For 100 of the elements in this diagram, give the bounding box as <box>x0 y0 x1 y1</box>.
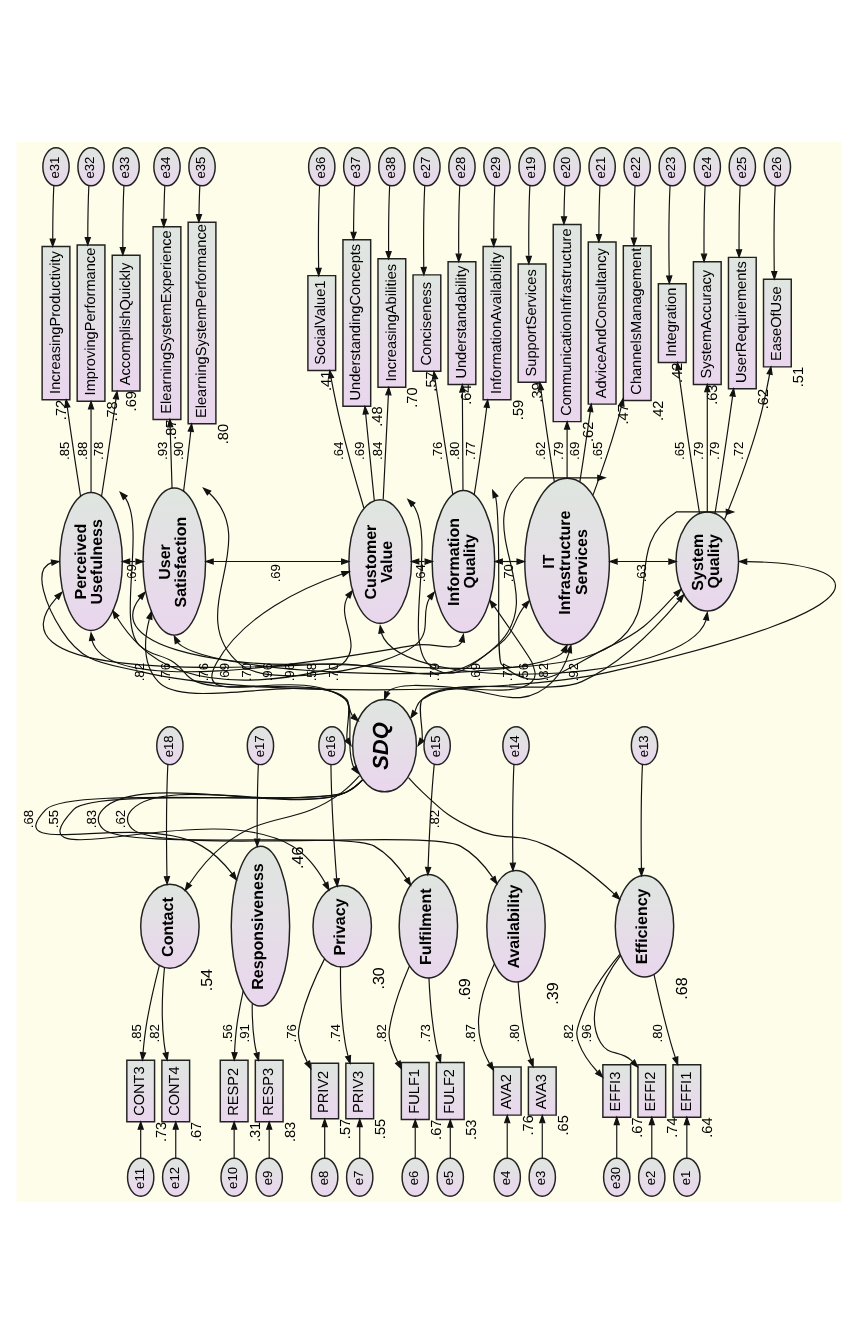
node-box: SocialValue1 <box>307 274 337 372</box>
arrow <box>420 185 428 277</box>
arrow <box>383 598 536 701</box>
node-label: .30 <box>370 967 389 990</box>
arrow <box>382 385 392 500</box>
arrow <box>166 417 174 489</box>
node-box: RESP2 <box>219 1059 249 1123</box>
arrow <box>517 981 534 1069</box>
arrow <box>638 764 645 878</box>
arrow <box>231 990 244 1062</box>
arrow <box>49 185 57 249</box>
node-label: .46 <box>288 846 307 869</box>
node-ellipse: Efficiency <box>614 874 675 978</box>
node-ellipse: IT Infrastructure Services <box>524 477 611 646</box>
arrow <box>576 953 621 1079</box>
arrow <box>459 382 466 491</box>
arrow <box>406 498 531 674</box>
node-label: .65 <box>553 1115 572 1136</box>
arrow <box>127 779 498 886</box>
node-box: CONT4 <box>161 1059 191 1123</box>
arrow <box>491 488 683 681</box>
node-box: SupportServices <box>517 263 547 383</box>
arrow <box>613 1115 621 1159</box>
arrow <box>700 185 708 264</box>
node-box: EFFI3 <box>602 1064 632 1119</box>
arrow <box>211 570 360 722</box>
node-label: .53 <box>461 1119 480 1140</box>
node-label: .73 <box>152 1121 171 1143</box>
arrow <box>592 396 625 496</box>
arrow <box>593 954 639 1069</box>
arrow <box>411 1118 419 1159</box>
arrow <box>119 491 354 681</box>
node-box: Understandability <box>447 261 477 386</box>
node-label: .62 <box>578 421 597 443</box>
node-box: FULF1 <box>400 1061 430 1121</box>
node-label: .70 <box>403 387 422 408</box>
node-box: AdviceAndConsultancy <box>587 241 617 405</box>
node-label: .69 <box>456 978 475 1001</box>
node-box: SystemAccuracy <box>692 261 722 386</box>
node-label: .48 <box>368 406 387 427</box>
node-box: UnderstandingConcepts <box>342 239 372 408</box>
arrow <box>195 185 203 224</box>
arrow <box>648 1115 656 1159</box>
arrow <box>455 185 463 264</box>
arrow <box>111 609 360 775</box>
arrow <box>100 389 120 497</box>
arrow <box>509 764 517 873</box>
arrow <box>537 380 555 483</box>
arrow <box>139 965 160 1062</box>
node-label: .67 <box>426 1119 445 1140</box>
arrow <box>675 360 701 514</box>
arrow <box>339 966 352 1065</box>
node-box: PRIV3 <box>345 1062 375 1120</box>
node-label: .47 <box>613 404 632 425</box>
arrow <box>137 1120 145 1159</box>
arrow <box>595 185 603 244</box>
arrow <box>230 1120 238 1159</box>
node-box: AVA2 <box>492 1066 522 1116</box>
arrow <box>428 977 442 1064</box>
arrow <box>350 185 357 242</box>
arrow <box>321 1117 329 1159</box>
arrow <box>503 1113 511 1159</box>
arrow <box>145 609 352 748</box>
node-box: IncreasingAbilities <box>377 258 407 389</box>
arrow <box>538 1113 546 1159</box>
node-label: .74 <box>663 1117 682 1138</box>
arrow <box>446 1118 454 1159</box>
arrow <box>608 558 678 565</box>
node-label: .68 <box>672 977 691 1000</box>
arrow <box>297 958 326 1071</box>
arrow <box>563 420 571 479</box>
node-box: CommunicationInfrastructure <box>552 223 582 423</box>
arrow <box>184 775 361 892</box>
arrow <box>204 558 351 565</box>
arrow <box>653 973 679 1067</box>
arrow <box>160 185 168 229</box>
node-label: .55 <box>371 1118 390 1140</box>
node-label: .67 <box>628 1117 647 1138</box>
node-box: FULF2 <box>435 1061 465 1121</box>
node-label: .57 <box>336 1118 355 1140</box>
arrow <box>703 382 711 513</box>
node-label: .42 <box>648 400 667 421</box>
node-box: ElearningSystemExperience <box>152 225 182 421</box>
node-box: AccomplishQuickly <box>111 254 141 392</box>
arrow <box>88 631 466 673</box>
arrow <box>330 764 340 888</box>
node-box: ImprovingPerformance <box>76 244 106 402</box>
arrow <box>473 398 491 496</box>
arrow <box>378 610 710 675</box>
arrow <box>161 967 169 1062</box>
arrow <box>683 1115 691 1159</box>
node-box: EFFI2 <box>637 1064 667 1119</box>
arrow <box>356 1117 364 1159</box>
node-label: .78 <box>102 401 121 422</box>
arrow <box>525 185 533 266</box>
arrow <box>665 185 673 286</box>
arrow <box>407 777 622 901</box>
arrow <box>490 185 498 249</box>
node-label: .64 <box>698 1117 717 1138</box>
arrow <box>630 185 638 248</box>
